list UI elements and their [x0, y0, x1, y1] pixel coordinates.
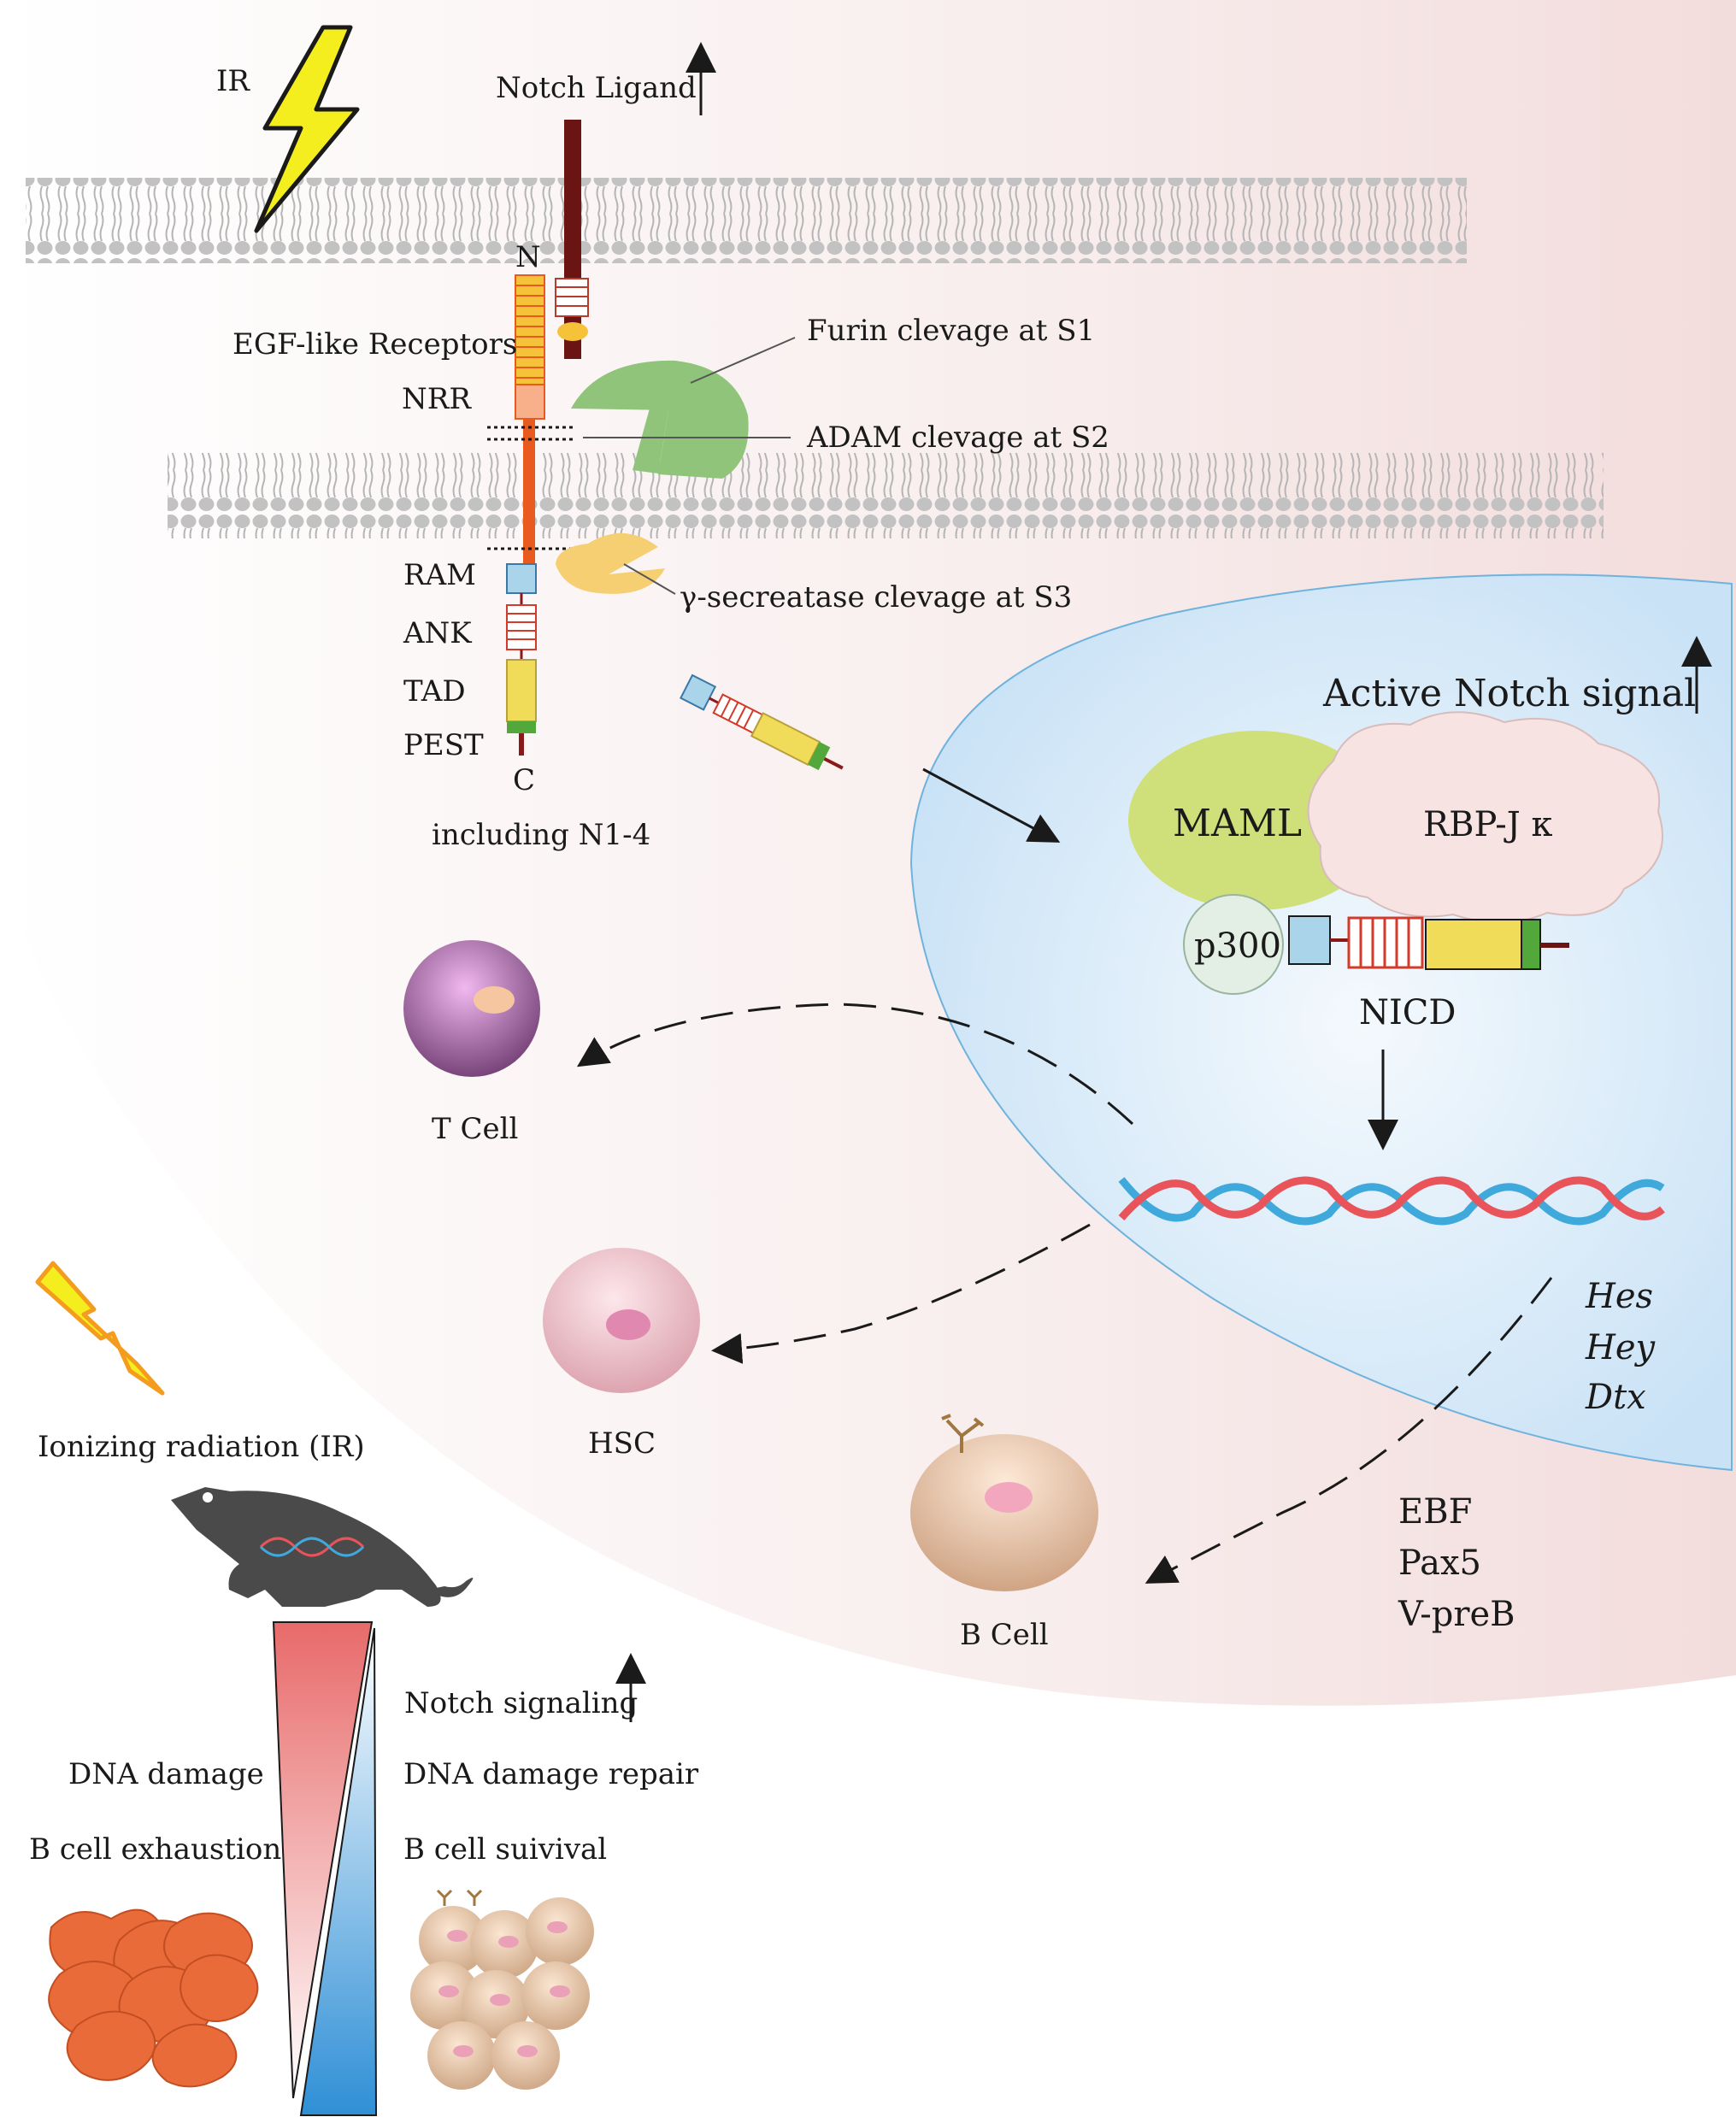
surviving-b-cells	[410, 1889, 594, 2090]
rbpj-protein	[1307, 711, 1663, 924]
p300-label: p300	[1194, 926, 1281, 966]
dashed-arrow-b-cell	[1145, 1277, 1553, 1584]
p300-protein	[1183, 894, 1284, 995]
ram-label: RAM	[403, 558, 476, 592]
outer-membrane	[26, 178, 1467, 263]
arrow-to-nucleus	[922, 767, 1061, 843]
dna-damage-label: DNA damage	[68, 1757, 264, 1791]
c-terminus-label: C	[513, 763, 535, 797]
n-terminus-label: N	[515, 240, 541, 274]
t-cell-label: T Cell	[432, 1112, 518, 1146]
gamma-secretase	[556, 532, 665, 594]
b-cell-nucleus	[985, 1482, 1033, 1513]
ir-full-label: Ionizing radiation (IR)	[38, 1430, 365, 1464]
pax5-label: Pax5	[1398, 1544, 1481, 1583]
rbpj-label: RBP-J κ	[1423, 805, 1553, 844]
dna-damage-gradient	[272, 1621, 374, 2099]
maml-label: MAML	[1173, 802, 1302, 845]
notch-receptor	[506, 274, 545, 756]
adam-label: ADAM clevage at S2	[806, 420, 1109, 455]
mouse-icon	[171, 1487, 474, 1607]
ligand-domains	[555, 278, 589, 341]
dashed-arrow-hsc	[711, 1223, 1091, 1364]
egf-label: EGF-like Receptors	[232, 327, 517, 362]
ir-lightning-icon	[35, 1261, 165, 1396]
tad-label: TAD	[403, 674, 466, 709]
notch-ligand-label: Notch Ligand	[496, 71, 697, 105]
b-survival-label: B cell suivival	[403, 1832, 607, 1867]
furin-enzyme	[571, 360, 749, 479]
antibody-icon	[941, 1414, 985, 1453]
b-cell-label: B Cell	[960, 1618, 1049, 1652]
dna-strand-red	[1118, 1176, 1665, 1220]
pointer-lines	[583, 337, 796, 595]
ir-label: IR	[216, 64, 250, 98]
gamma-label: γ-secreatase clevage at S3	[680, 580, 1072, 615]
dna-strand-blue	[1118, 1177, 1665, 1226]
notch-gradient	[299, 1627, 378, 2116]
hey-label: Hey	[1585, 1328, 1657, 1367]
b-exhaustion-label: B cell exhaustion	[29, 1832, 281, 1867]
ebf-label: EBF	[1398, 1492, 1472, 1532]
dtx-label: Dtx	[1585, 1378, 1646, 1417]
pest-label: PEST	[403, 728, 484, 762]
released-nicd	[680, 673, 844, 771]
t-cell	[403, 940, 540, 1077]
bound-nicd	[1288, 915, 1569, 970]
including-label: including N1-4	[432, 818, 650, 852]
hsc-nucleus	[606, 1309, 650, 1340]
ank-label: ANK	[403, 616, 472, 650]
b-cell	[910, 1434, 1098, 1591]
hsc-label: HSC	[588, 1426, 656, 1461]
exhausted-b-cells	[48, 1908, 259, 2088]
cleavage-marks	[487, 426, 574, 550]
furin-cut-shape	[633, 409, 668, 473]
active-notch-label: Active Notch signal	[1322, 672, 1696, 715]
notch-signaling-label: Notch signaling	[404, 1686, 638, 1720]
vpreb-label: V-preB	[1398, 1595, 1515, 1634]
t-cell-nucleus	[474, 986, 515, 1014]
dna-repair-label: DNA damage repair	[403, 1757, 699, 1791]
nrr-label: NRR	[402, 382, 472, 416]
lightning-bolt-icon	[254, 25, 360, 233]
nicd-label: NICD	[1359, 993, 1456, 1032]
furin-label: Furin clevage at S1	[807, 314, 1095, 348]
inner-membrane	[168, 453, 1604, 538]
hes-label: Hes	[1585, 1277, 1653, 1316]
dashed-arrow-t-cell	[576, 1003, 1134, 1126]
